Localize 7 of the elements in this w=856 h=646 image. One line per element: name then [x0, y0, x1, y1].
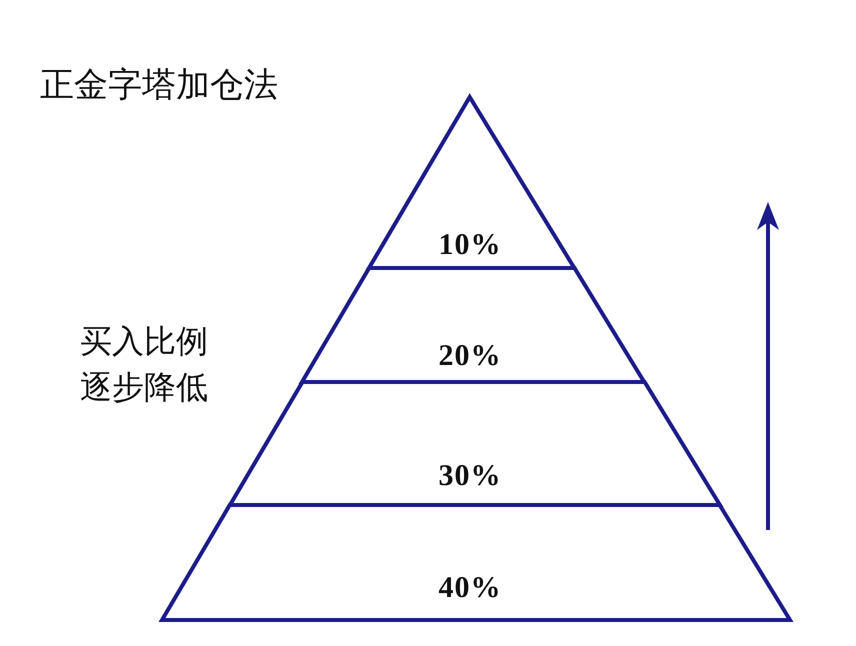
pyramid-tier — [158, 501, 794, 624]
percentage-label: 40% — [438, 571, 502, 605]
percentage-label: 30% — [438, 459, 502, 493]
percentage-label: 10% — [438, 228, 502, 262]
side-note: 买入比例逐步降低 — [80, 321, 209, 408]
percentage-label: 20% — [438, 339, 502, 373]
title: 正金字塔加仓法 — [40, 64, 278, 107]
